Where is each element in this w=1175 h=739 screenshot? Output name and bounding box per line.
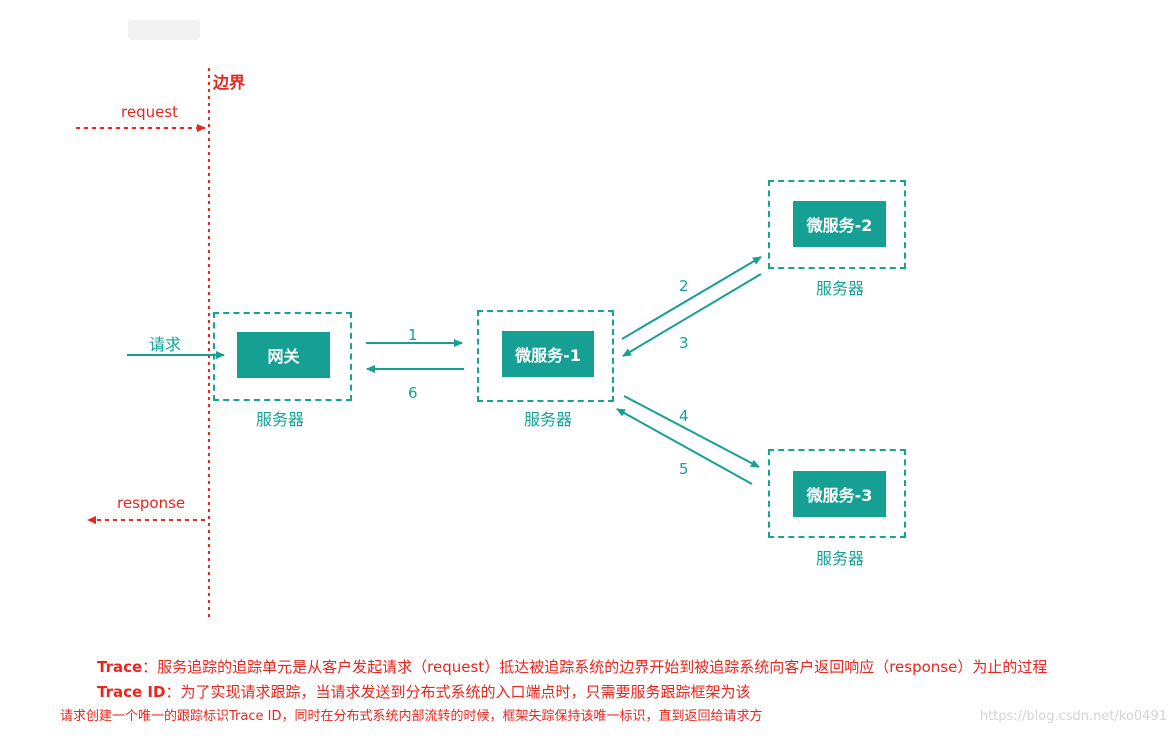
ms3-node: 微服务-3 — [793, 471, 886, 517]
arrow-4 — [623, 395, 760, 468]
traceid-text: ：为了实现请求跟踪，当请求发送到分布式系统的入口端点时，只需要服务跟踪框架为该 — [165, 683, 751, 701]
request-label: request — [121, 103, 179, 121]
blurred-watermark — [128, 20, 200, 40]
arrow-3 — [622, 273, 762, 357]
ms1-node: 微服务-1 — [502, 331, 594, 377]
incoming-request-label: 请求 — [149, 335, 182, 354]
step-4-label: 4 — [679, 407, 689, 425]
ms3-server-label: 服务器 — [815, 549, 864, 568]
step-1-label: 1 — [408, 326, 418, 344]
ms2-server-frame — [768, 180, 906, 269]
gateway-node: 网关 — [237, 332, 330, 378]
boundary-label: 边界 — [213, 73, 246, 92]
traceid-term: Trace ID — [97, 683, 166, 701]
step-5-label: 5 — [679, 460, 689, 478]
trace-term: Trace — [97, 658, 143, 676]
arrow-5 — [616, 408, 753, 485]
trace-text: ：服务追踪的追踪单元是从客户发起请求（request）抵达被追踪系统的边界开始到… — [142, 658, 1048, 676]
response-label: response — [117, 494, 186, 512]
trace-definition: Trace：服务追踪的追踪单元是从客户发起请求（request）抵达被追踪系统的… — [97, 656, 1047, 677]
ms3-server-frame — [768, 449, 906, 538]
step-2-label: 2 — [679, 277, 689, 295]
ms1-server-label: 服务器 — [523, 410, 572, 429]
ms2-node: 微服务-2 — [793, 201, 886, 247]
arrow-2 — [621, 256, 762, 340]
ms2-server-label: 服务器 — [815, 279, 864, 298]
watermark-url: https://blog.csdn.net/ko0491 — [979, 709, 1167, 724]
step-3-label: 3 — [679, 334, 689, 352]
traceid-definition: Trace ID：为了实现请求跟踪，当请求发送到分布式系统的入口端点时，只需要服… — [97, 681, 750, 702]
step-6-label: 6 — [408, 384, 418, 402]
gateway-server-label: 服务器 — [255, 410, 304, 429]
ms1-server-frame — [477, 310, 614, 402]
traceid-definition-line3: 请求创建一个唯一的跟踪标识Trace ID，同时在分布式系统内部流转的时候，框架… — [60, 709, 763, 724]
gateway-server-frame — [213, 312, 352, 401]
